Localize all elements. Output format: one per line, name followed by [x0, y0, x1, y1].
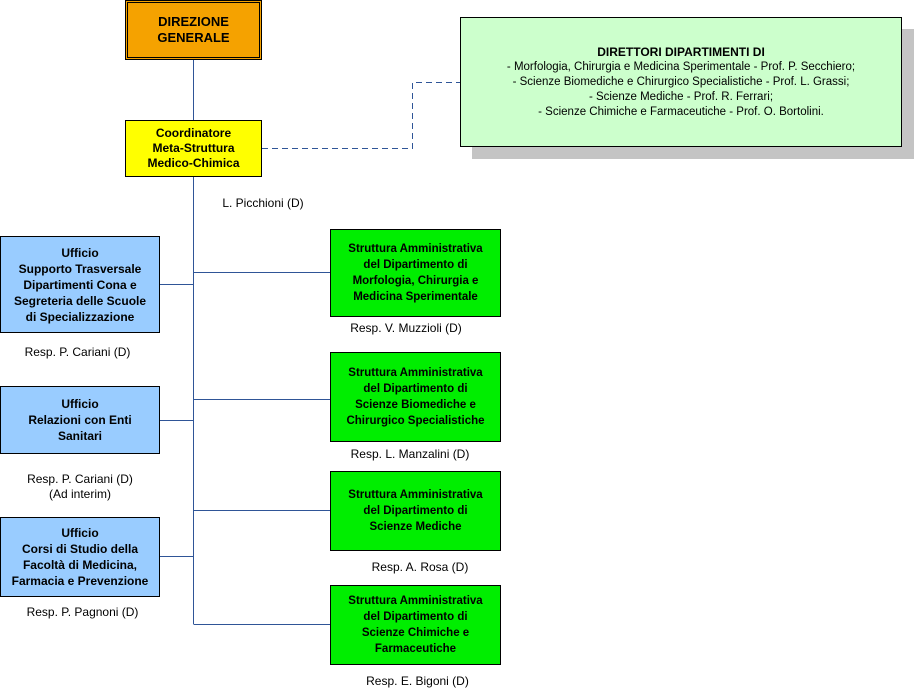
struttura-biomediche-text: Struttura Amministrativa del Dipartiment…	[346, 367, 485, 427]
direttori-title: DIRETTORI DIPARTIMENTI DI	[597, 44, 765, 59]
direzione-generale-text: DIREZIONE GENERALE	[157, 14, 230, 45]
ufficio-supporto-text: Ufficio Supporto Trasversale Dipartiment…	[13, 245, 147, 324]
ufficio-corsi-label: Resp. P. Pagnoni (D)	[26, 605, 139, 619]
ufficio-supporto-label: Resp. P. Cariani (D)	[24, 345, 131, 359]
struttura-morfologia-text: Struttura Amministrativa del Dipartiment…	[348, 243, 483, 303]
struttura-chimiche-text: Struttura Amministrativa del Dipartiment…	[348, 595, 483, 655]
ufficio-supporto-box: Ufficio Supporto Trasversale Dipartiment…	[0, 236, 160, 333]
ufficio-corsi-box: Ufficio Corsi di Studio della Facoltà di…	[0, 517, 160, 597]
struttura-biomediche-label: Resp. L. Manzalini (D)	[350, 447, 470, 461]
direttori-line: - Morfologia, Chirurgia e Medicina Speri…	[506, 60, 856, 73]
struttura-mediche-text: Struttura Amministrativa del Dipartiment…	[348, 489, 483, 533]
direttori-line: - Scienze Biomediche e Chirurgico Specia…	[512, 75, 850, 88]
struttura-chimiche-box: Struttura Amministrativa del Dipartiment…	[330, 585, 501, 665]
direttori-box: DIRETTORI DIPARTIMENTI DI - Morfologia, …	[460, 17, 902, 147]
struttura-morfologia-box: Struttura Amministrativa del Dipartiment…	[330, 229, 501, 317]
coordinatore-text: Coordinatore Meta-Struttura Medico-Chimi…	[147, 126, 240, 170]
struttura-morfologia-label: Resp. V. Muzzioli (D)	[350, 321, 462, 335]
struttura-chimiche-label: Resp. E. Bigoni (D)	[366, 674, 469, 688]
ufficio-relazioni-label: Resp. P. Cariani (D) (Ad interim)	[27, 472, 133, 501]
struttura-mediche-label: Resp. A. Rosa (D)	[371, 560, 469, 574]
direttori-line: - Scienze Mediche - Prof. R. Ferrari;	[588, 90, 774, 103]
struttura-mediche-box: Struttura Amministrativa del Dipartiment…	[330, 471, 501, 551]
coordinatore-box: Coordinatore Meta-Struttura Medico-Chimi…	[125, 120, 262, 177]
direttori-line: - Scienze Chimiche e Farmaceutiche - Pro…	[538, 105, 824, 118]
coordinatore-label: L. Picchioni (D)	[222, 196, 304, 210]
ufficio-relazioni-box: Ufficio Relazioni con Enti Sanitari	[0, 386, 160, 454]
dashed-link-direttori	[262, 82, 460, 149]
direzione-generale-box: DIREZIONE GENERALE	[125, 0, 262, 60]
ufficio-corsi-text: Ufficio Corsi di Studio della Facoltà di…	[11, 526, 149, 588]
struttura-biomediche-box: Struttura Amministrativa del Dipartiment…	[330, 352, 501, 442]
ufficio-relazioni-text: Ufficio Relazioni con Enti Sanitari	[28, 397, 132, 443]
